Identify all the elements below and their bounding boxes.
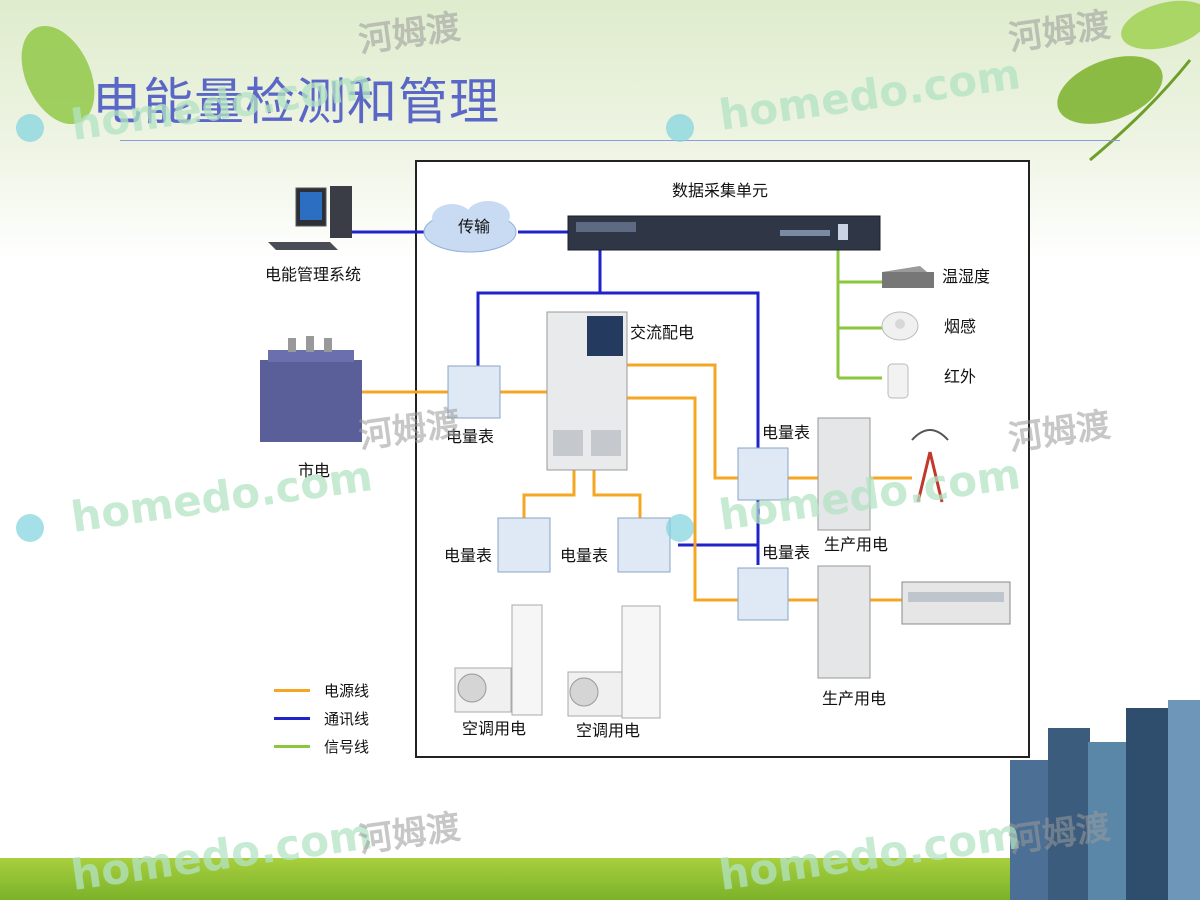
label-ac-distribution: 交流配电 bbox=[630, 323, 695, 342]
label-meter-1: 电量表 bbox=[446, 427, 495, 446]
legend-signal-swatch bbox=[274, 745, 310, 748]
label-ac-power-1: 空调用电 bbox=[462, 719, 527, 738]
legend-signal-text: 信号线 bbox=[324, 738, 370, 756]
label-smoke: 烟感 bbox=[944, 317, 977, 336]
label-management-system: 电能管理系统 bbox=[265, 265, 362, 284]
label-meter-5: 电量表 bbox=[762, 543, 811, 562]
label-meter-3: 电量表 bbox=[444, 546, 493, 565]
page-title: 电能量检测和管理 bbox=[92, 73, 500, 131]
label-mains: 市电 bbox=[298, 461, 331, 480]
label-meter-4: 电量表 bbox=[560, 546, 609, 565]
label-transmission: 传输 bbox=[458, 217, 491, 236]
legend-signal-line: 信号线 bbox=[274, 736, 394, 756]
legend-comm-line: 通讯线 bbox=[274, 708, 394, 728]
legend-comm-text: 通讯线 bbox=[324, 710, 370, 728]
legend-comm-swatch bbox=[274, 717, 310, 720]
label-data-unit: 数据采集单元 bbox=[672, 181, 769, 200]
legend-power-text: 电源线 bbox=[324, 682, 370, 700]
legend-power-line: 电源线 bbox=[274, 680, 394, 700]
background-bottom-band bbox=[0, 858, 1200, 900]
title-underline bbox=[120, 140, 1120, 141]
label-temp-humidity: 温湿度 bbox=[942, 267, 991, 286]
label-meter-2: 电量表 bbox=[762, 423, 811, 442]
legend-power-swatch bbox=[274, 689, 310, 692]
label-production-2: 生产用电 bbox=[822, 689, 887, 708]
label-production-1: 生产用电 bbox=[824, 535, 889, 554]
label-ac-power-2: 空调用电 bbox=[576, 721, 641, 740]
label-infrared: 红外 bbox=[944, 367, 977, 386]
